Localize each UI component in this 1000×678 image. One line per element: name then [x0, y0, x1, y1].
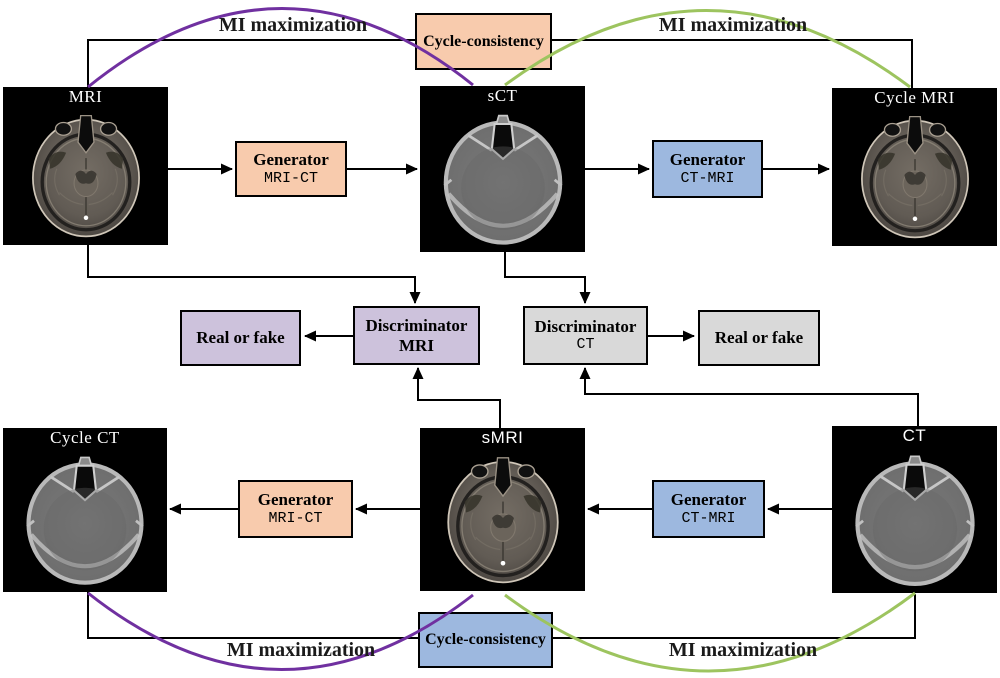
real-or-fake-right-box: Real or fake [698, 310, 820, 366]
top-frame-line-right [552, 39, 913, 88]
top-frame-line-left [87, 39, 415, 88]
cycle-mri-scan-image: Cycle MRI [832, 88, 997, 246]
generator-bottom-right-title: Generator [670, 490, 747, 510]
discriminator-mri-box: Discriminator MRI [353, 306, 480, 365]
cycle-consistency-top-box: Cycle-consistency [415, 13, 552, 70]
generator-top-left-subtitle: MRI-CT [263, 169, 318, 187]
bottom-frame-line-right [553, 594, 916, 639]
cycle-mri-scan-label: Cycle MRI [874, 88, 955, 107]
smri-scan-image: sMRI [420, 428, 585, 591]
ct-brain-graphic [842, 448, 987, 588]
discriminator-mri-title: Discriminator [365, 315, 468, 335]
sct-brain-graphic [430, 108, 575, 247]
generator-bottom-left-title: Generator [257, 490, 334, 510]
cycle-consistency-top-label: Cycle-consistency [423, 32, 544, 50]
generator-bottom-left-subtitle: MRI-CT [268, 509, 323, 527]
mi-maximization-bottom-right: MI maximization [668, 639, 818, 661]
mri-scan-label: MRI [68, 87, 103, 106]
mi-maximization-top-right: MI maximization [658, 14, 808, 36]
discriminator-mri-subtitle: MRI [399, 335, 434, 355]
discriminator-ct-title: Discriminator [534, 316, 637, 336]
mi-maximization-top-left: MI maximization [218, 14, 368, 36]
generator-mri-ct-top-box: Generator MRI-CT [235, 141, 347, 197]
sct-scan-image: sCT [420, 86, 585, 252]
cycle-consistency-bottom-label: Cycle-consistency [425, 631, 546, 648]
ct-scan-image: CT [832, 426, 997, 593]
arrow-ct-to-discct [579, 367, 919, 426]
bottom-frame-line-left [87, 592, 418, 639]
mi-maximization-bottom-left: MI maximization [226, 639, 376, 661]
smri-scan-label: sMRI [481, 428, 524, 447]
mri-brain-graphic [30, 113, 141, 238]
cycle-mri-brain-graphic [859, 114, 970, 239]
cycle-ct-brain-graphic [13, 449, 157, 587]
mri-scan-image: MRI [3, 87, 168, 245]
arrow-smri-to-discmri [412, 367, 501, 428]
arrow-mri-to-discmri [87, 245, 421, 304]
generator-ct-mri-bottom-box: Generator CT-MRI [652, 480, 765, 538]
arrow-sct-to-discct [504, 252, 591, 304]
real-or-fake-left-label: Real or fake [196, 328, 285, 347]
real-or-fake-right-label: Real or fake [714, 328, 804, 347]
ct-scan-label: CT [902, 426, 927, 445]
cycle-ct-scan-image: Cycle CT [3, 428, 167, 592]
cycle-ct-scan-label: Cycle CT [50, 428, 120, 447]
generator-bottom-right-subtitle: CT-MRI [681, 509, 736, 527]
generator-ct-mri-top-box: Generator CT-MRI [652, 140, 763, 198]
discriminator-ct-subtitle: CT [576, 336, 595, 354]
real-or-fake-left-box: Real or fake [180, 310, 301, 366]
generator-top-right-subtitle: CT-MRI [680, 169, 735, 187]
generator-top-left-title: Generator [253, 150, 329, 170]
smri-brain-graphic [446, 455, 559, 584]
sct-scan-label: sCT [487, 86, 518, 105]
cycle-consistency-bottom-box: Cycle-consistency [418, 612, 553, 668]
generator-mri-ct-bottom-box: Generator MRI-CT [238, 480, 353, 538]
generator-top-right-title: Generator [669, 150, 746, 170]
discriminator-ct-box: Discriminator CT [523, 306, 648, 365]
